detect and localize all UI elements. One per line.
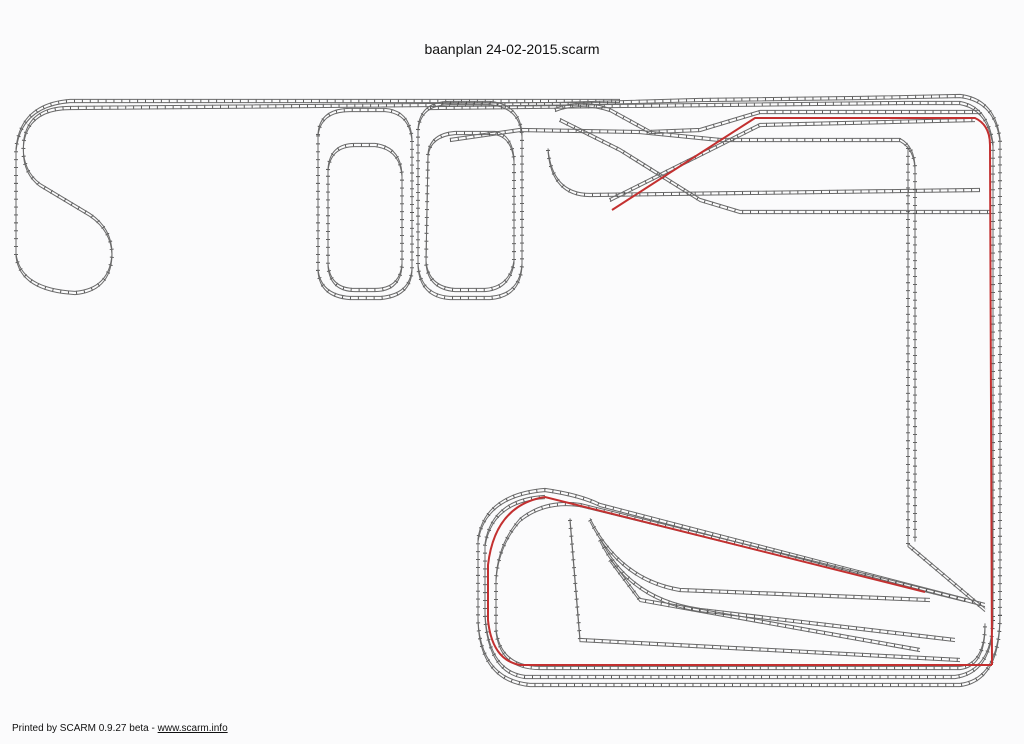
track-inner-right — [906, 146, 987, 612]
track-lower-siding-2 — [588, 518, 931, 603]
track-lower-siding-1 — [568, 518, 961, 663]
track-oval-1-inner — [326, 142, 404, 293]
route-lower — [487, 495, 992, 666]
scarm-link[interactable]: www.scarm.info — [157, 723, 228, 734]
track-oval-1 — [316, 107, 414, 301]
footer-credit: Printed by SCARM 0.9.27 beta - www.scarm… — [12, 723, 228, 734]
track-lower-outer — [476, 487, 1002, 688]
route-upper — [611, 117, 993, 666]
track-cross-b — [546, 148, 981, 198]
track-lower-siding-4 — [608, 558, 921, 653]
track-lower-siding-3 — [598, 538, 956, 643]
track-cross-c — [559, 117, 990, 215]
track-left-loop — [14, 98, 620, 296]
track-cross-d — [609, 117, 976, 203]
track-cross-a — [554, 102, 980, 135]
footer-text: Printed by SCARM 0.9.27 beta - — [12, 723, 158, 734]
track-top-main-2 — [429, 100, 995, 622]
track-top-main — [69, 93, 1002, 617]
plan-title: baanplan 24-02-2015.scarm — [424, 41, 600, 57]
highlighted-route — [487, 117, 993, 666]
track-network — [14, 93, 1002, 688]
track-oval-2-inner — [423, 130, 516, 293]
track-lower-2 — [483, 494, 995, 680]
track-oval-2 — [416, 100, 524, 301]
